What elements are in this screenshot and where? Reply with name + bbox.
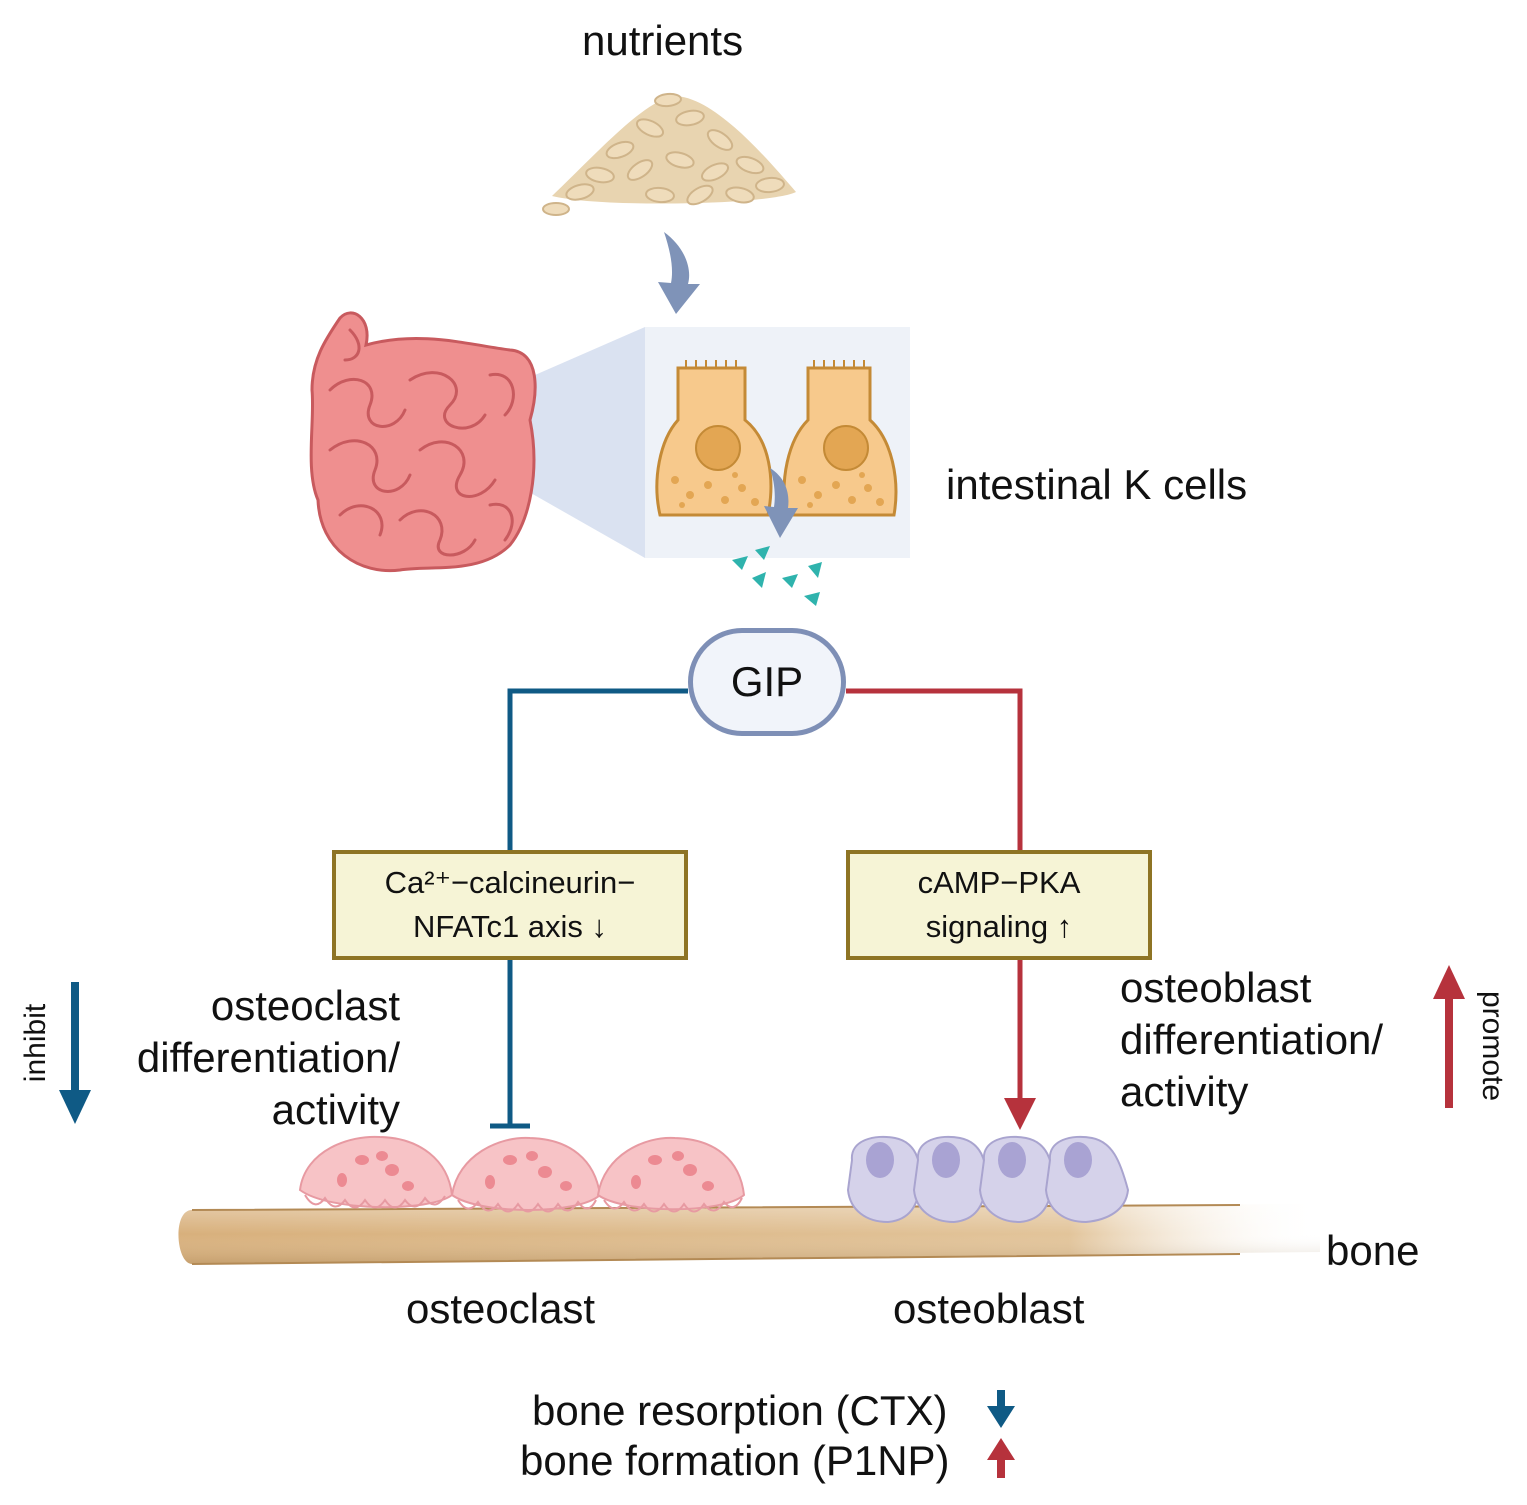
pathway-right-line1: cAMP−PKA bbox=[917, 865, 1081, 900]
promote-pathway bbox=[846, 688, 1023, 1100]
osteoclast-effect-text: osteoclast differentiation/ activity bbox=[98, 980, 400, 1136]
promote-arrow-icon bbox=[1433, 965, 1465, 1108]
osteoblast-effect-line3: activity bbox=[1120, 1068, 1249, 1115]
inhibit-arrow-icon bbox=[59, 982, 91, 1124]
bone-icon bbox=[178, 1204, 1320, 1265]
increase-arrow-icon bbox=[987, 1438, 1015, 1478]
osteoblast-effect-line1: osteoblast bbox=[1120, 964, 1312, 1011]
osteoblast-cell-icon bbox=[846, 1135, 922, 1224]
camp-pka-pathway-box: cAMP−PKA signaling ↑ bbox=[846, 850, 1152, 960]
oat-pile-icon bbox=[542, 92, 796, 216]
secretion-arrow-icon bbox=[764, 468, 798, 538]
osteoblast-cell-icon bbox=[1044, 1135, 1130, 1224]
osteoblast-effect-line2: differentiation/ bbox=[1120, 1016, 1384, 1063]
k-cell-icon bbox=[655, 360, 773, 517]
osteoclast-effect-line1: osteoclast bbox=[210, 982, 400, 1029]
osteoblast-cell-icon bbox=[912, 1135, 988, 1224]
inhibit-label: inhibit bbox=[19, 1003, 52, 1083]
osteoclast-cell-icon bbox=[450, 1136, 602, 1213]
bone-resorption-label: bone resorption (CTX) bbox=[532, 1387, 948, 1434]
inhibit-pathway bbox=[490, 688, 688, 1129]
zoom-wedge bbox=[522, 327, 645, 558]
decrease-arrow-icon bbox=[987, 1390, 1015, 1428]
gip-granules-icon bbox=[732, 546, 822, 606]
osteoblast-label: osteoblast bbox=[893, 1285, 1085, 1332]
promote-label: promote bbox=[1476, 990, 1509, 1102]
osteoclast-cell-icon bbox=[596, 1136, 746, 1213]
pathway-right-line2: signaling ↑ bbox=[925, 909, 1073, 944]
osteoclast-effect-line2: differentiation/ bbox=[136, 1034, 400, 1081]
osteoblast-cell-icon bbox=[978, 1135, 1054, 1224]
pathway-left-line1: Ca²⁺−calcineurin− bbox=[384, 865, 636, 900]
intestine-icon bbox=[309, 311, 537, 573]
osteoclast-label: osteoclast bbox=[406, 1285, 596, 1332]
osteoblast-effect-text: osteoblast differentiation/ activity bbox=[1120, 962, 1420, 1118]
pathway-left-line2: NFATc1 axis ↓ bbox=[412, 909, 608, 944]
k-cell-icon bbox=[782, 360, 898, 517]
flow-arrow-icon bbox=[658, 232, 700, 314]
gip-label: GIP bbox=[730, 658, 804, 705]
gip-node: GIP bbox=[688, 628, 846, 736]
osteoclast-effect-line3: activity bbox=[271, 1086, 400, 1133]
bone-label: bone bbox=[1326, 1227, 1420, 1274]
bone-formation-label: bone formation (P1NP) bbox=[520, 1437, 950, 1484]
nutrients-label: nutrients bbox=[582, 17, 744, 64]
osteoclast-cell-icon bbox=[298, 1135, 454, 1209]
promote-arrowhead-icon bbox=[1004, 1098, 1036, 1130]
calcineurin-pathway-box: Ca²⁺−calcineurin− NFATc1 axis ↓ bbox=[332, 850, 688, 960]
k-cells-label: intestinal K cells bbox=[946, 461, 1248, 508]
